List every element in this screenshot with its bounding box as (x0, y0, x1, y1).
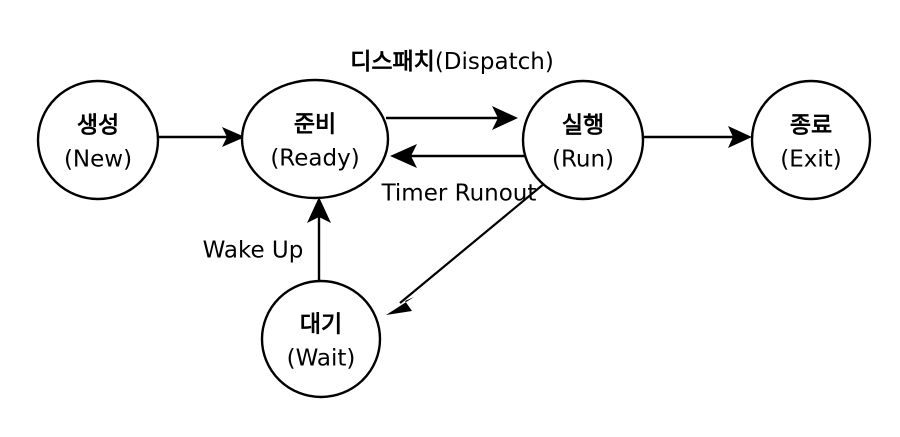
node-exit-shape[interactable] (750, 79, 872, 201)
edge-label-dispatch-en: (Dispatch) (435, 49, 554, 75)
edge-wait-to-ready-arrowhead (307, 197, 331, 223)
edge-new-to-ready-arrowhead (222, 127, 245, 147)
edge-run-to-ready-arrowhead (390, 144, 417, 168)
edge-label-timer-runout: Timer Runout (381, 181, 537, 207)
node-exit[interactable]: 종료 (Exit) (750, 79, 872, 201)
node-new-label-ko: 생성 (77, 113, 119, 139)
edge-run-to-exit-arrowhead (728, 126, 752, 148)
edge-run-to-ready (390, 144, 528, 168)
node-run-label-ko: 실행 (562, 113, 604, 139)
node-new[interactable]: 생성 (New) (36, 79, 160, 201)
edge-run-to-exit (644, 126, 752, 148)
node-wait-shape[interactable] (260, 279, 382, 399)
node-wait[interactable]: 대기 (Wait) (260, 279, 382, 399)
edge-label-wake-up: Wake Up (203, 238, 304, 264)
edge-wait-to-ready (307, 197, 331, 283)
edge-run-to-wait-arrowhead (386, 297, 414, 315)
node-wait-label-ko: 대기 (300, 312, 342, 338)
node-new-shape[interactable] (36, 79, 160, 201)
edge-label-dispatch-ko: 디스패치 (350, 49, 435, 75)
edge-new-to-ready (159, 127, 245, 147)
edge-label-dispatch: 디스패치(Dispatch) (350, 49, 554, 75)
node-run-shape[interactable] (521, 79, 645, 201)
node-wait-label-en: (Wait) (287, 346, 356, 372)
node-ready-label-en: (Ready) (270, 146, 359, 172)
node-exit-label-ko: 종료 (790, 113, 832, 139)
node-exit-label-en: (Exit) (780, 147, 842, 173)
edge-run-to-wait (386, 182, 546, 315)
node-run-label-en: (Run) (552, 147, 614, 173)
edge-ready-to-run-arrowhead (492, 106, 518, 130)
node-run[interactable]: 실행 (Run) (521, 79, 645, 201)
edge-ready-to-run (386, 106, 518, 130)
node-ready-shape[interactable] (240, 78, 390, 200)
node-ready-label-ko: 준비 (294, 112, 336, 138)
edge-run-to-wait-line (399, 182, 546, 304)
node-ready[interactable]: 준비 (Ready) (240, 78, 390, 200)
node-new-label-en: (New) (64, 147, 132, 173)
